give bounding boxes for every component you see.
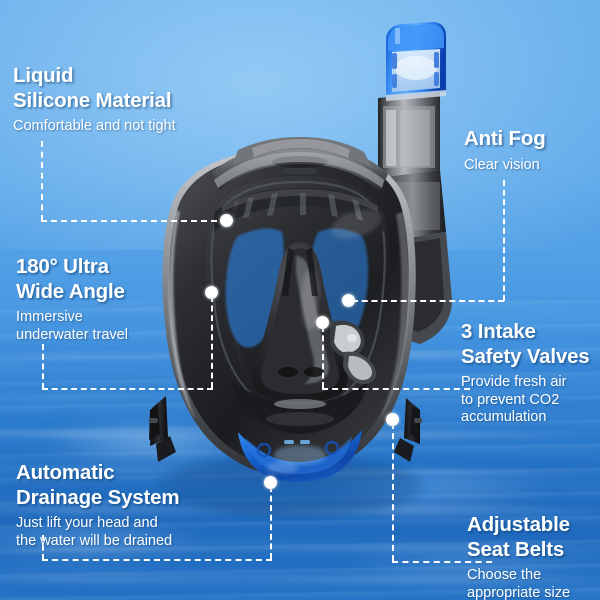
connector-intake-v [322, 326, 324, 388]
connector-wide-angle-v2 [42, 344, 44, 389]
callout-subtitle: Immersive underwater travel [16, 309, 128, 343]
connector-liquid-silicone-h [41, 220, 227, 222]
callout-title: Liquid Silicone Material [13, 64, 172, 112]
callout-dot-liquid-silicone [220, 214, 233, 227]
callout-seat-belts: Adjustable Seat Belts Choose the appropr… [467, 513, 600, 600]
callout-subtitle: Comfortable and not tight [13, 118, 176, 134]
connector-drainage-v2 [42, 535, 44, 560]
connector-wide-angle-v [211, 296, 213, 388]
wave-highlight [0, 575, 600, 584]
callout-subtitle: Provide fresh air to prevent CO2 accumul… [461, 374, 567, 425]
callout-title: 180° Ultra Wide Angle [16, 255, 125, 303]
callout-dot-anti-fog [342, 294, 355, 307]
callout-anti-fog: Anti Fog Clear vision [464, 127, 599, 174]
callout-dot-seat-belts [386, 413, 399, 426]
connector-intake-h [322, 388, 470, 390]
connector-anti-fog-h [352, 300, 504, 302]
callout-liquid-silicone: Liquid Silicone Material Comfortable and… [13, 64, 243, 136]
wave-highlight [0, 545, 600, 552]
callout-subtitle: Just lift your head and the water will b… [16, 515, 173, 549]
callout-intake-valves: 3 Intake Safety Valves Provide fresh air… [461, 320, 600, 427]
drainage-valve [238, 430, 362, 482]
connector-seatbelts-v [392, 423, 394, 561]
mask-top-brow [212, 137, 388, 192]
connector-seatbelts-h [392, 561, 492, 563]
callout-title: Anti Fog [464, 127, 546, 150]
connector-liquid-silicone-v [41, 141, 43, 221]
callout-subtitle: Choose the appropriate size [467, 567, 571, 600]
callout-title: Automatic Drainage System [16, 461, 180, 509]
strap-buckles [149, 396, 422, 462]
callout-subtitle: Clear vision [464, 156, 540, 173]
callout-dot-intake-valves [316, 316, 329, 329]
light-caustic [0, 520, 210, 564]
callout-title: 3 Intake Safety Valves [461, 320, 590, 368]
connector-anti-fog-v [503, 180, 505, 301]
intake-valves [330, 320, 376, 384]
callout-dot-drainage [264, 476, 277, 489]
callout-title: Adjustable Seat Belts [467, 513, 570, 561]
snorkel-float-cap [386, 22, 446, 101]
connector-wide-angle-h [42, 388, 213, 390]
connector-drainage-h [42, 559, 272, 561]
callout-dot-wide-angle [205, 286, 218, 299]
connector-drainage-v [270, 486, 272, 559]
callout-drainage: Automatic Drainage System Just lift your… [16, 461, 261, 550]
callout-wide-angle: 180° Ultra Wide Angle Immersive underwat… [16, 255, 231, 344]
light-caustic [330, 545, 600, 585]
